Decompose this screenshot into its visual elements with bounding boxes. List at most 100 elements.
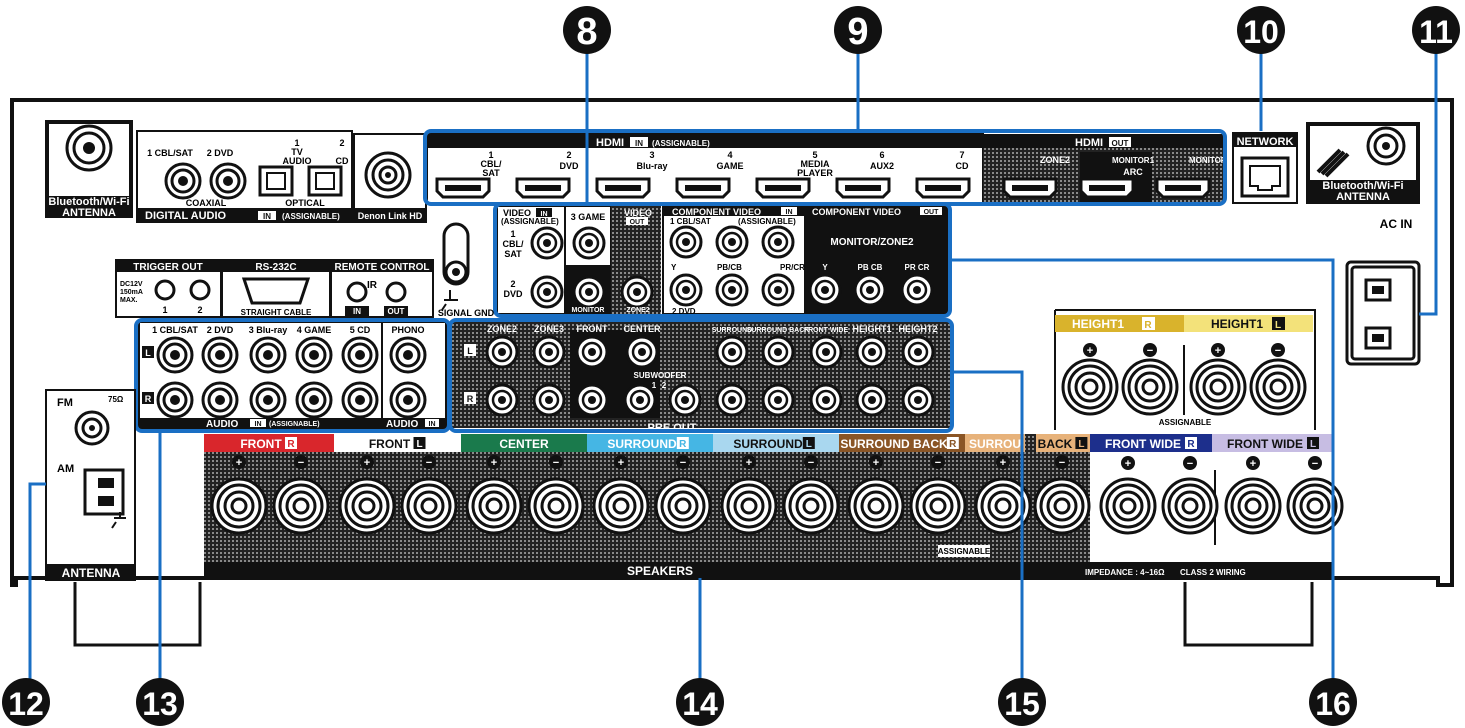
trigger-jack-2[interactable] bbox=[189, 279, 211, 301]
speakers-class2: CLASS 2 WIRING bbox=[1180, 568, 1246, 577]
preout-r-jack-3[interactable] bbox=[575, 383, 609, 417]
speaker-post-4[interactable] bbox=[400, 477, 458, 535]
ac-inlet[interactable] bbox=[1345, 260, 1421, 366]
audio-in-tag: IN bbox=[255, 421, 262, 428]
audio-in-l-jack-3[interactable] bbox=[249, 336, 287, 374]
hdmi-in-7[interactable] bbox=[915, 177, 971, 199]
height1r-minus-post[interactable] bbox=[1121, 358, 1179, 416]
speaker-post-3[interactable] bbox=[338, 477, 396, 535]
component-out-pr-jack[interactable] bbox=[900, 273, 934, 307]
remote-out-jack[interactable] bbox=[385, 281, 407, 303]
bluetooth-antenna-left[interactable]: Bluetooth/Wi-Fi ANTENNA bbox=[45, 120, 133, 219]
preout-l-jack-7[interactable] bbox=[809, 335, 843, 369]
speaker-post-2[interactable] bbox=[272, 477, 330, 535]
height1r-plus-post[interactable] bbox=[1061, 358, 1119, 416]
preout-r-jack-1[interactable] bbox=[485, 383, 519, 417]
preout-subwoofer-2[interactable] bbox=[668, 383, 702, 417]
preout-r-jack-7[interactable] bbox=[809, 383, 843, 417]
hdmi-in-1[interactable] bbox=[435, 177, 491, 199]
bluetooth-antenna-right[interactable]: Bluetooth/Wi-Fi ANTENNA bbox=[1306, 122, 1420, 204]
hdmi-in-6[interactable] bbox=[835, 177, 891, 199]
height1l-plus-post[interactable] bbox=[1189, 358, 1247, 416]
speaker-sign-12 bbox=[931, 455, 945, 469]
speaker-post-15[interactable] bbox=[1099, 477, 1157, 535]
preout-l-jack-8[interactable] bbox=[855, 335, 889, 369]
audio-in-r-jack-6[interactable] bbox=[389, 381, 427, 419]
preout-l-jack-2[interactable] bbox=[532, 335, 566, 369]
hdmi-in-3[interactable] bbox=[595, 177, 651, 199]
component-in-2-y[interactable] bbox=[669, 273, 703, 307]
hdmi-in-4[interactable] bbox=[675, 177, 731, 199]
video-in-2-jack[interactable] bbox=[530, 275, 564, 309]
opt2-num: 2 bbox=[339, 138, 344, 148]
video-zone2-label: ZONE2 bbox=[626, 307, 649, 314]
component-in-2-pb[interactable] bbox=[715, 273, 749, 307]
speaker-post-11[interactable] bbox=[847, 477, 905, 535]
coaxial-jack-2[interactable] bbox=[209, 162, 247, 200]
hdmi-out-zone2[interactable] bbox=[1002, 177, 1058, 199]
speaker-post-9[interactable] bbox=[720, 477, 778, 535]
signal-gnd[interactable]: SIGNAL GND bbox=[438, 222, 495, 318]
video-out-zone2-jack[interactable] bbox=[620, 275, 654, 309]
speaker-post-17[interactable] bbox=[1224, 477, 1282, 535]
callout-16: 16 bbox=[1315, 686, 1351, 722]
preout-r-jack-5[interactable] bbox=[715, 383, 749, 417]
preout-r-jack-8[interactable] bbox=[855, 383, 889, 417]
audio-in-l-jack-1[interactable] bbox=[156, 336, 194, 374]
preout-l-jack-5[interactable] bbox=[715, 335, 749, 369]
speaker-post-1[interactable] bbox=[210, 477, 268, 535]
speaker-post-7[interactable] bbox=[592, 477, 650, 535]
audio-in-r-jack-1[interactable] bbox=[156, 381, 194, 419]
component-out-pb-jack[interactable] bbox=[853, 273, 887, 307]
speaker-post-14[interactable] bbox=[1033, 477, 1091, 535]
video-in-3-jack[interactable] bbox=[572, 226, 606, 260]
preout-r-jack-2[interactable] bbox=[532, 383, 566, 417]
component-out-y-jack[interactable] bbox=[808, 273, 842, 307]
speaker-post-8[interactable] bbox=[654, 477, 712, 535]
hdmi-out-monitor2[interactable] bbox=[1155, 177, 1211, 199]
audio-in-l-jack-5[interactable] bbox=[341, 336, 379, 374]
audio-in-l: L bbox=[145, 348, 151, 358]
speaker-post-5[interactable] bbox=[465, 477, 523, 535]
audio-in-r-jack-4[interactable] bbox=[295, 381, 333, 419]
component-in-2-pr[interactable] bbox=[761, 273, 795, 307]
hdmi-out-monitor1[interactable] bbox=[1079, 177, 1135, 199]
audio-in-r-jack-5[interactable] bbox=[341, 381, 379, 419]
hdmi-in-5[interactable] bbox=[755, 177, 811, 199]
preout-subwoofer-1[interactable] bbox=[623, 383, 657, 417]
preout-l-jack-4[interactable] bbox=[625, 335, 659, 369]
preout-l-jack-9[interactable] bbox=[901, 335, 935, 369]
speaker-post-6[interactable] bbox=[527, 477, 585, 535]
trigger-jack-1[interactable] bbox=[154, 279, 176, 301]
coaxial-jack-1[interactable] bbox=[164, 162, 202, 200]
preout-r-jack-6[interactable] bbox=[761, 383, 795, 417]
audio-in-l-jack-4[interactable] bbox=[295, 336, 333, 374]
remote-in-jack[interactable] bbox=[346, 281, 368, 303]
preout-l-jack-6[interactable] bbox=[761, 335, 795, 369]
speaker-sign-text-16: − bbox=[1187, 458, 1193, 470]
network-port[interactable]: NETWORK bbox=[1232, 132, 1298, 204]
audio-in-panel: 1 CBL/SAT 2 DVD 3 Blu-ray 4 GAME 5 CD PH… bbox=[138, 321, 447, 430]
speaker-post-10[interactable] bbox=[782, 477, 840, 535]
video-out-monitor-jack[interactable] bbox=[572, 275, 606, 309]
video-in-1-jack[interactable] bbox=[530, 226, 564, 260]
component-in-1-pb[interactable] bbox=[715, 225, 749, 259]
audio-in-l-jack-2[interactable] bbox=[201, 336, 239, 374]
speaker-post-12[interactable] bbox=[909, 477, 967, 535]
speaker-post-16[interactable] bbox=[1161, 477, 1219, 535]
component-in-1-y[interactable] bbox=[669, 225, 703, 259]
denon-link-hd[interactable]: Denon Link HD bbox=[353, 133, 427, 223]
hdmi-in-2[interactable] bbox=[515, 177, 571, 199]
preout-l-jack-1[interactable] bbox=[485, 335, 519, 369]
component-in-1-pr[interactable] bbox=[761, 225, 795, 259]
preout-l-jack-3[interactable] bbox=[575, 335, 609, 369]
preout-r-jack-9[interactable] bbox=[901, 383, 935, 417]
height1l-minus-post[interactable] bbox=[1249, 358, 1307, 416]
audio-in-r-jack-2[interactable] bbox=[201, 381, 239, 419]
rs232c-port[interactable] bbox=[241, 277, 311, 305]
speaker-sign-13 bbox=[996, 455, 1010, 469]
audio-in-l-jack-6[interactable] bbox=[389, 336, 427, 374]
am-antenna-terminal[interactable] bbox=[83, 468, 125, 516]
audio-in-r-jack-3[interactable] bbox=[249, 381, 287, 419]
speaker-surround-back-l-a-bar bbox=[965, 434, 1025, 452]
